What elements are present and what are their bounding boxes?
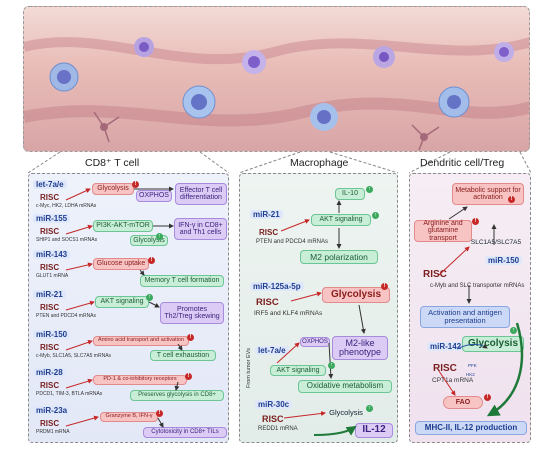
risc-label: RISC xyxy=(40,263,60,272)
column-title-tcell: CD8⁺ T cell xyxy=(85,157,140,169)
macrophage-arrows xyxy=(276,200,366,436)
tissue-cells-art xyxy=(24,37,529,151)
down-indicator-icon: ! xyxy=(132,181,139,188)
th2-treg-box: Promotes Th2/Treg skewing xyxy=(160,302,224,324)
up-indicator-icon: ↑ xyxy=(146,294,153,301)
slc-label: SLC1A5/SLC7A5 xyxy=(470,238,522,246)
mirna-let7ae-mac: let-7a/e xyxy=(255,346,289,355)
ifn-gamma-box: IFN-γ in CD8+ and Th1 cells xyxy=(174,218,227,240)
risc-label: RISC xyxy=(40,193,60,202)
mirna-142: miR-142 xyxy=(427,342,465,351)
exhaustion-box: T cell exhaustion xyxy=(150,350,216,361)
m2-polarization-box: M2 polarization xyxy=(300,250,378,264)
target-mrna: CPT1a mRNA xyxy=(432,377,474,384)
mirna-let7ae-tcell: let-7a/e xyxy=(33,180,67,189)
down-indicator-icon: ! xyxy=(472,218,479,225)
target-mrna: c-Myb and SLC transporter mRNAs xyxy=(430,283,525,289)
metabolic-support-box: Metabolic support for activation xyxy=(452,183,524,205)
up-indicator-icon: ↑ xyxy=(328,362,335,369)
mirna-155: miR-155 xyxy=(33,214,71,223)
oxphos-box: OXPHOS xyxy=(300,337,330,347)
column-title-macrophage: Macrophage xyxy=(290,157,349,169)
glycolysis-label: Glycolysis xyxy=(329,407,363,417)
arginine-glutamine-box: Arginine and glutamine transport xyxy=(414,220,472,242)
oxidative-metabolism-box: Oxidative metabolism xyxy=(298,380,392,393)
m2-like-box: M2-like phenotype xyxy=(332,336,388,360)
cytotoxicity-box: Cytotoxicity in CD8+ TILs xyxy=(143,427,227,438)
il10-box: IL-10 xyxy=(335,188,365,200)
up-indicator-icon: ↑ xyxy=(366,186,373,193)
mhc-il12-box: MHC-II, IL-12 production xyxy=(415,421,527,435)
fao-box: FAO xyxy=(443,396,483,409)
granzyme-box: Granzyme B, IFN-γ xyxy=(100,412,158,422)
risc-label: RISC xyxy=(433,363,457,374)
down-indicator-icon: ! xyxy=(484,394,491,401)
mirna-21-tcell: miR-21 xyxy=(33,290,66,299)
risc-label: RISC xyxy=(40,303,60,312)
mirna-28: miR-28 xyxy=(33,368,66,377)
target-mrna: c-Myb, SLC1A5, SLC7A5 mRNAs xyxy=(36,353,112,359)
risc-label: RISC xyxy=(40,419,60,428)
target-mrna: SHIP1 and SOCS1 mRNAs xyxy=(36,237,98,243)
memory-tcell-box: Memory T cell formation xyxy=(140,275,224,287)
mirna-21-mac: miR-21 xyxy=(250,210,283,219)
down-indicator-icon: ! xyxy=(187,334,194,341)
down-indicator-icon: ! xyxy=(508,196,515,203)
target-mrna: PTEN and PDCD4 mRNAs xyxy=(256,239,329,245)
mirna-150-tcell: miR-150 xyxy=(33,330,71,339)
up-indicator-icon: ↑ xyxy=(372,212,379,219)
risc-label: RISC xyxy=(256,297,279,308)
glucose-uptake-box: Glucose uptake xyxy=(93,258,149,270)
target-mrna: c-Myc, HK2, LDHA mRNAs xyxy=(36,203,97,209)
banner-connectors xyxy=(27,151,532,174)
up-indicator-icon: ↑ xyxy=(156,233,163,240)
down-indicator-icon: ! xyxy=(148,257,155,264)
mirna-143: miR-143 xyxy=(33,250,71,259)
effector-differentiation-box: Effector T cell differentiation xyxy=(175,183,227,205)
hk2-label: HK2 xyxy=(466,372,475,377)
up-indicator-icon: ↑ xyxy=(510,327,517,334)
target-mrna: GLUT1 mRNA xyxy=(36,273,69,279)
up-indicator-icon: ↑ xyxy=(366,405,373,412)
target-mrna: IRF5 and KLF4 mRNAs xyxy=(254,310,323,317)
pfk-label: PFK xyxy=(468,363,477,368)
risc-label: RISC xyxy=(259,228,279,237)
akt-signaling-box: AKT signaling xyxy=(270,365,326,376)
risc-label: RISC xyxy=(40,227,60,236)
risc-label: RISC xyxy=(40,343,60,352)
mirna-30c: miR-30c xyxy=(255,400,293,409)
tcell-arrows xyxy=(65,186,183,428)
target-mrna: PRDM1 mRNA xyxy=(36,429,70,435)
activation-antigen-box: Activation and antigen presentation xyxy=(420,306,510,328)
down-indicator-icon: ! xyxy=(185,373,192,380)
glycolysis-box: Glycolysis xyxy=(92,183,134,195)
dendritic-arrows xyxy=(438,206,524,417)
pi3k-akt-mtor-box: PI3K-AKT-mTOR xyxy=(93,220,153,232)
glycolysis-box: Glycolysis xyxy=(130,235,168,246)
amino-acid-box: Amino acid transport and activation xyxy=(93,336,189,346)
column-title-dendritic: Dendritic cell/Treg xyxy=(420,157,505,169)
akt-signaling-box: AKT signaling xyxy=(95,296,149,308)
glycolysis-box: Glycolysis xyxy=(462,336,524,352)
down-indicator-icon: ! xyxy=(381,283,388,290)
down-indicator-icon: ! xyxy=(156,410,163,417)
tumor-microenvironment-illustration xyxy=(23,6,530,152)
mirna-150-dc: miR-150 xyxy=(485,256,523,265)
target-mrna: PTEN and PDCD4 mRNAs xyxy=(36,313,97,319)
risc-label: RISC xyxy=(40,381,60,390)
risc-label: RISC xyxy=(423,269,447,280)
risc-label: RISC xyxy=(262,414,284,424)
target-mrna: REDD1 mRNA xyxy=(258,426,298,432)
oxphos-box: OXPHOS xyxy=(136,190,172,202)
glycolysis-box: Glycolysis xyxy=(322,287,390,303)
pd1-box: PD-1 & co-inhibitory receptors xyxy=(93,375,187,385)
akt-signaling-box: AKT signaling xyxy=(311,214,371,226)
target-mrna: PDCD1, TIM-3, BTLA mRNAs xyxy=(36,391,103,397)
mirna-125a-5p: miR-125a-5p xyxy=(250,282,304,291)
mirna-23a: miR-23a xyxy=(33,406,71,415)
